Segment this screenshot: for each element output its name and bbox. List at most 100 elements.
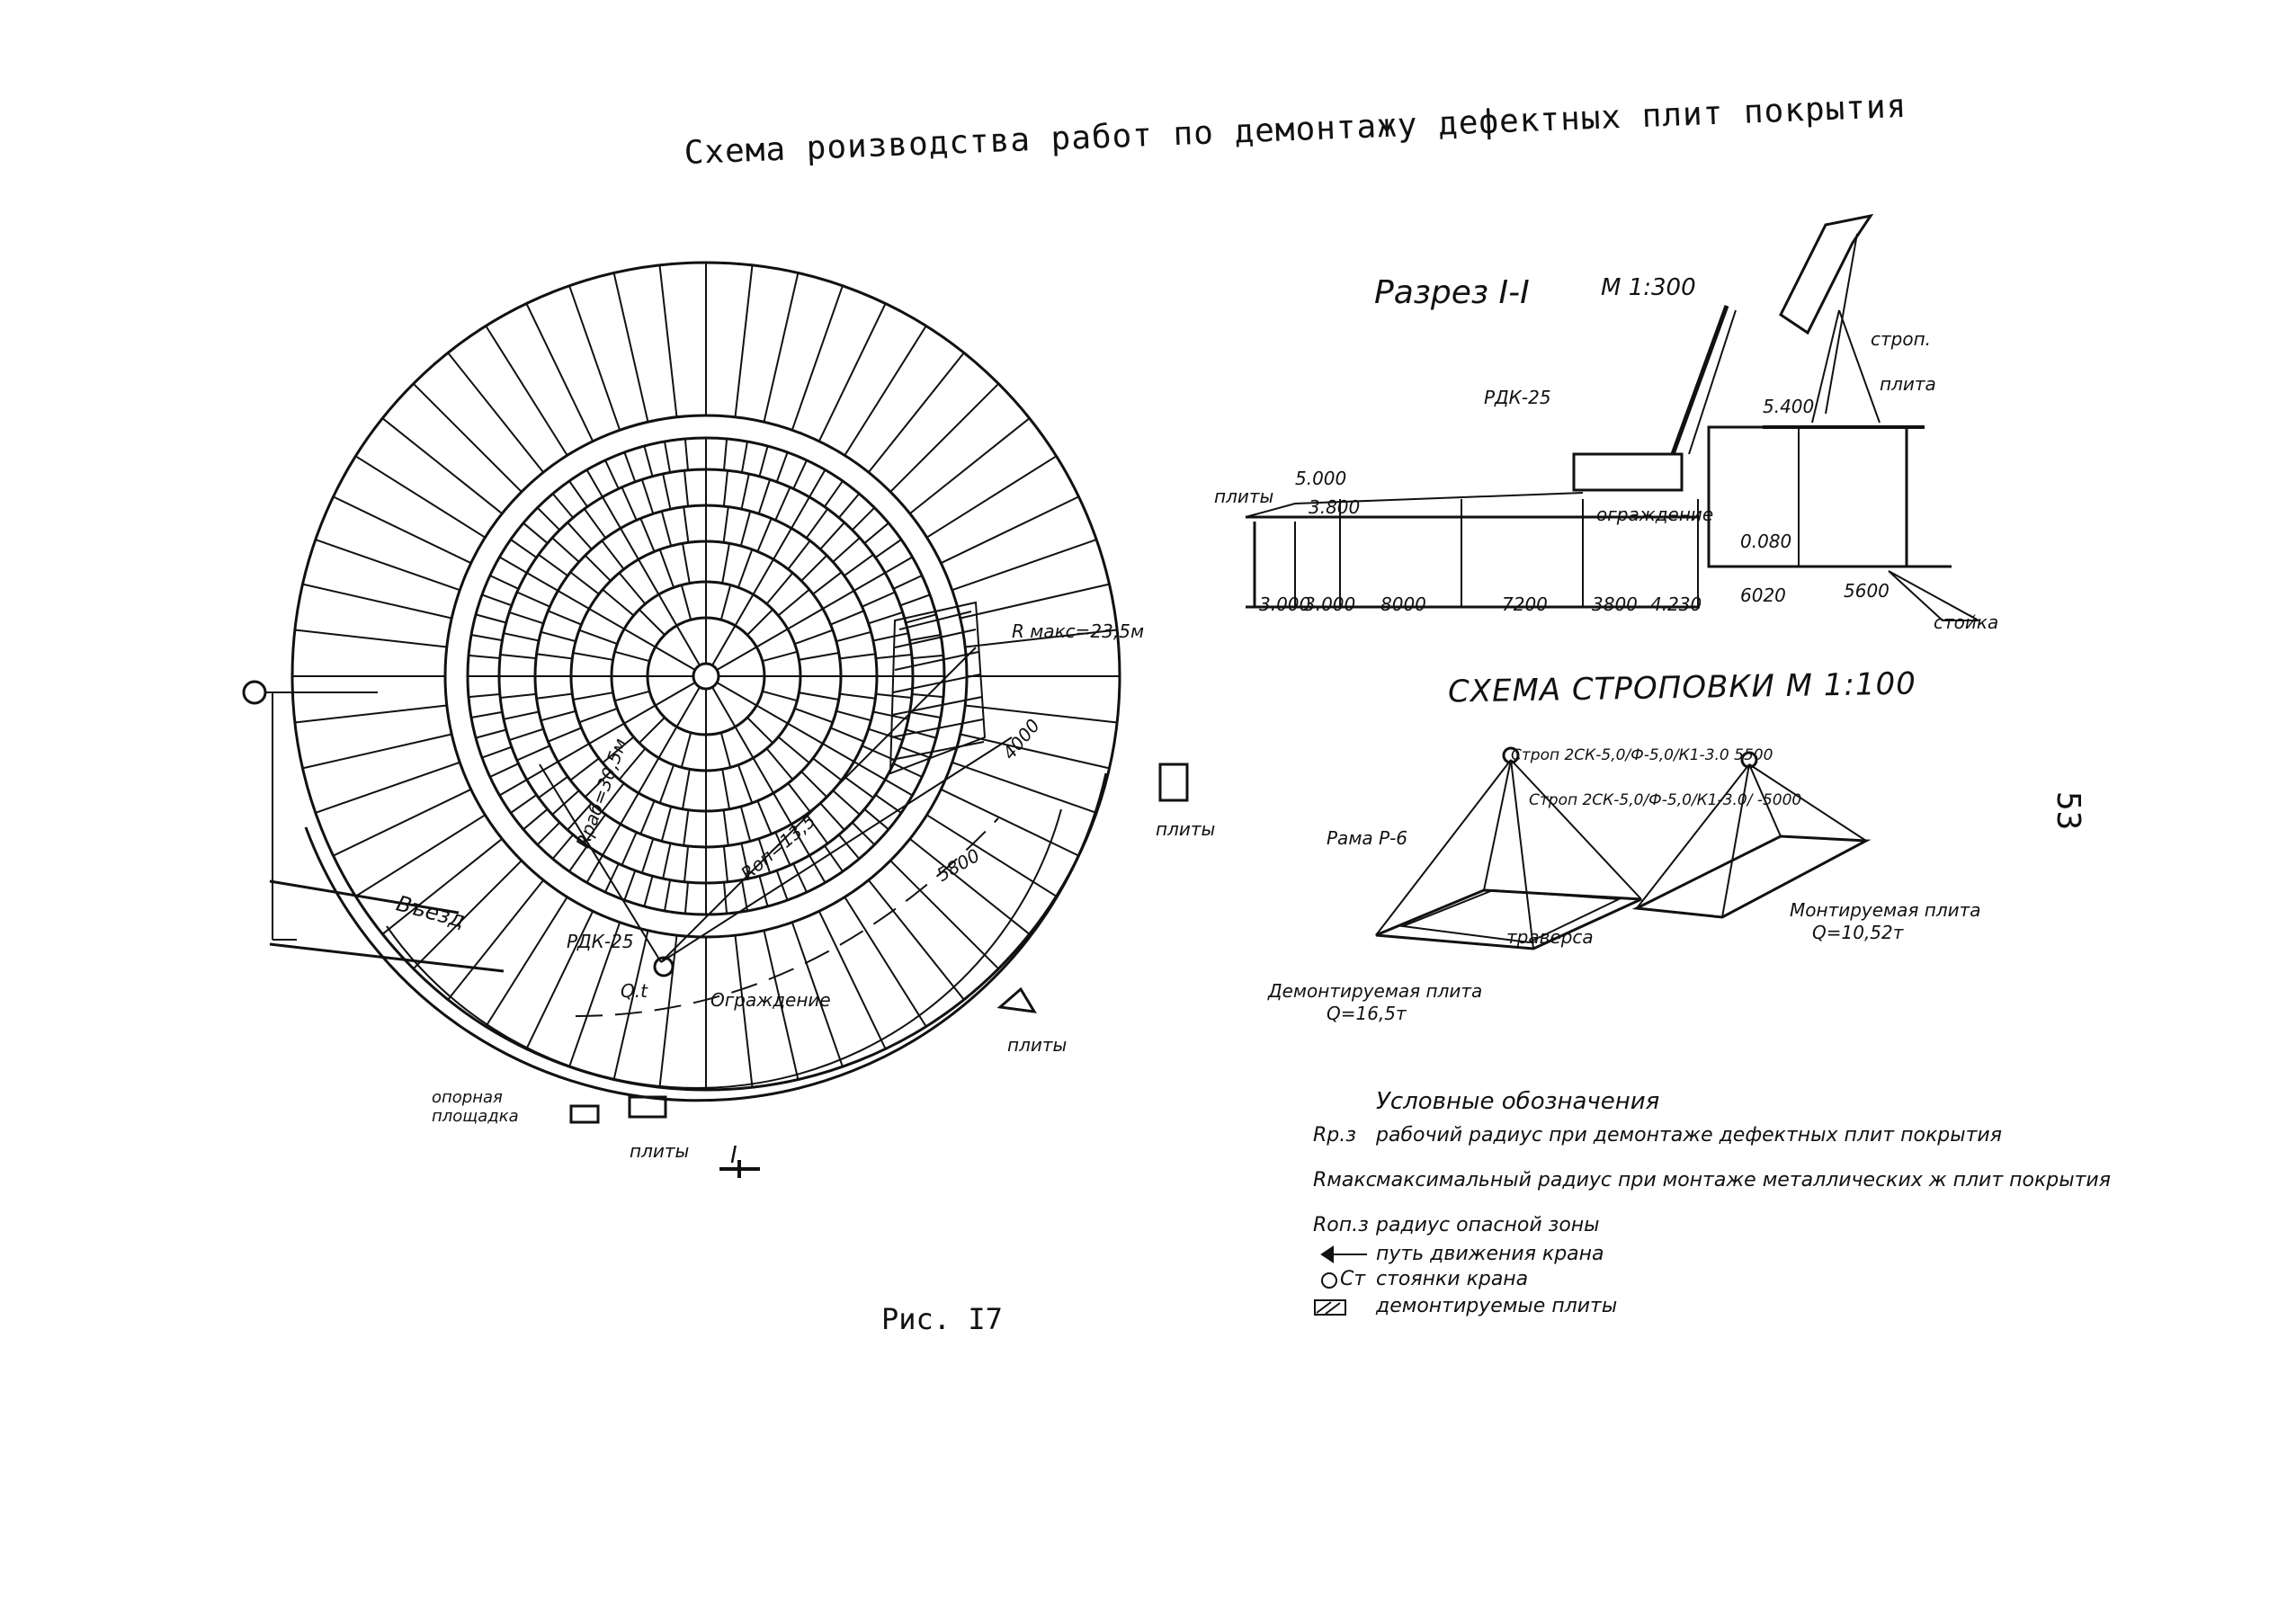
radial-division — [822, 743, 855, 763]
legend-text: максимальный радиус при монтаже металлич… — [1376, 1169, 2111, 1191]
radial-division — [757, 838, 772, 874]
radial-division — [536, 653, 573, 660]
radial-division — [755, 704, 789, 725]
radial-division — [874, 794, 902, 814]
elevation-2: 3.800 — [1309, 496, 1361, 518]
radial-division — [830, 727, 864, 743]
radial-division — [551, 790, 580, 816]
radial-division — [909, 710, 942, 718]
section-slabs-label: плиты — [1214, 486, 1274, 507]
radial-division — [601, 782, 625, 813]
radial-division — [926, 814, 1058, 897]
radial-division — [872, 632, 909, 642]
radial-division — [844, 775, 874, 799]
radial-division — [863, 808, 889, 831]
radial-division — [578, 629, 618, 646]
radial-division — [765, 572, 794, 605]
radial-division — [868, 727, 904, 742]
radial-division — [588, 722, 625, 745]
radial-division — [623, 628, 657, 648]
radial-division — [899, 745, 931, 759]
radial-division — [812, 757, 843, 781]
radial-division — [683, 470, 690, 507]
radial-division — [557, 590, 590, 610]
radial-division — [737, 549, 754, 588]
radial-division — [775, 451, 789, 483]
radial-division — [638, 558, 660, 595]
radial-division — [835, 630, 871, 643]
radial-division — [683, 438, 689, 470]
radial-division — [578, 707, 618, 724]
legend-symbol: Ст — [1340, 1268, 1366, 1290]
radial-division — [662, 843, 672, 879]
radial-division — [851, 506, 876, 531]
radial-division — [548, 727, 582, 743]
radial-division — [682, 543, 691, 584]
radial-division — [516, 591, 550, 608]
radial-division — [777, 588, 810, 617]
radial-division — [500, 654, 537, 660]
radial-division — [639, 800, 656, 834]
radial-division — [960, 733, 1110, 770]
traverse-label: траверса — [1506, 926, 1594, 948]
radial-division — [612, 930, 649, 1080]
access-road — [269, 879, 460, 915]
radial-division — [333, 788, 472, 857]
radial-division — [658, 764, 675, 804]
radial-division — [675, 625, 701, 666]
radial-division — [874, 539, 902, 558]
radial-division — [787, 722, 824, 745]
radial-division — [805, 814, 829, 844]
radial-division — [660, 806, 673, 842]
section-sling-label: строп. — [1871, 328, 1932, 350]
radial-division — [468, 654, 500, 659]
radial-division — [800, 771, 828, 799]
legend-symbol: Rмакс — [1313, 1169, 1377, 1191]
radial-division — [538, 553, 568, 577]
radial-division — [792, 863, 808, 893]
radial-division — [926, 455, 1058, 539]
radial-division — [716, 682, 757, 707]
radial-division — [832, 790, 861, 816]
radial-division — [794, 707, 834, 724]
radial-division — [500, 692, 537, 699]
radial-division — [905, 728, 937, 739]
radial-division — [851, 821, 876, 846]
radial-division — [940, 495, 1079, 565]
dim-7: 6020 — [1740, 584, 1786, 606]
radial-division — [381, 417, 503, 514]
radial-division — [787, 608, 824, 630]
radial-division — [620, 792, 639, 825]
figure-label: Рис. I7 — [881, 1302, 1003, 1336]
radial-division — [762, 650, 798, 663]
radial-division — [412, 382, 523, 493]
radial-division — [510, 794, 538, 814]
radial-division — [602, 824, 621, 856]
radial-division — [620, 527, 639, 560]
radial-division — [940, 788, 1079, 857]
dismantled-slabs-hatch — [889, 601, 987, 775]
radial-division — [523, 808, 549, 831]
dim-6: 4.230 — [1650, 593, 1702, 615]
radial-division — [721, 769, 730, 809]
radial-division — [680, 584, 692, 620]
radial-division — [489, 763, 519, 778]
radial-division — [875, 692, 912, 699]
radial-division — [585, 854, 603, 884]
dismantled-weight-label: Q=16,5т — [1327, 1003, 1407, 1024]
radial-division — [799, 692, 839, 700]
legend-item-crane-path: путь движения крана — [1313, 1243, 1604, 1265]
radial-division — [889, 860, 1000, 970]
radial-division — [805, 508, 829, 539]
sling-2-label: Строп 2СК-5,0/Ф-5,0/К1-3.0/ -5000 — [1529, 791, 1802, 809]
radial-division — [470, 710, 503, 718]
radial-division — [791, 285, 844, 431]
radial-division — [447, 879, 544, 1001]
radial-division — [746, 609, 773, 636]
legend-text: рабочий радиус при демонтаже дефектных п… — [1376, 1124, 2002, 1147]
radial-division — [683, 845, 690, 882]
radial-division — [503, 710, 540, 720]
radial-division — [853, 572, 886, 592]
